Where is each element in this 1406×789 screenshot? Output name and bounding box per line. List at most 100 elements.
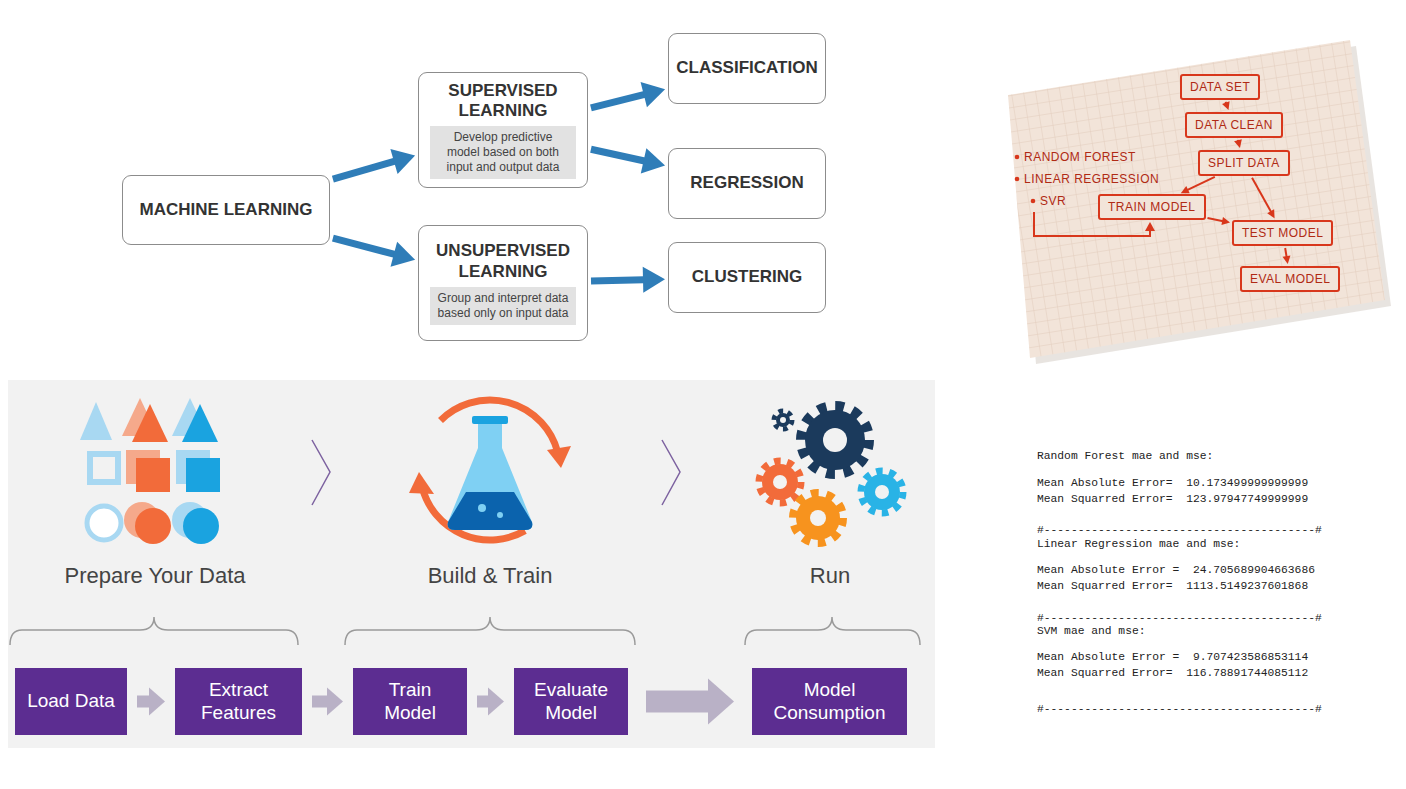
arrowhead bbox=[1222, 101, 1230, 110]
gear bbox=[762, 464, 798, 500]
flow-arrow bbox=[1283, 248, 1291, 264]
gear bbox=[801, 406, 869, 474]
pipeline-box: Extract Features bbox=[175, 668, 302, 735]
arrowhead bbox=[641, 82, 666, 107]
list-arrowhead bbox=[1145, 222, 1155, 231]
arrow-shaft bbox=[1285, 248, 1286, 257]
bullet-dot bbox=[1015, 155, 1020, 160]
box-description: Group and interpret data based only on i… bbox=[430, 287, 576, 325]
gear bbox=[793, 493, 843, 543]
arrow-shaft bbox=[1207, 218, 1223, 221]
arrow-shaft bbox=[1187, 177, 1215, 190]
console-line: #---------------------------------------… bbox=[1037, 612, 1322, 625]
box-label: DATA CLEAN bbox=[1195, 118, 1273, 132]
chevron bbox=[312, 440, 330, 505]
circle-shape bbox=[135, 508, 171, 544]
console-line: Mean Squarred Error= 116.78891744085112 bbox=[1037, 667, 1308, 680]
paper-grid bbox=[1008, 40, 1385, 358]
arrowhead bbox=[390, 149, 415, 174]
arrowhead bbox=[1283, 255, 1291, 264]
arrow-shaft bbox=[591, 280, 644, 281]
stage-label: Build & Train bbox=[428, 563, 553, 589]
gear bbox=[796, 496, 840, 540]
gear-hole bbox=[780, 417, 786, 423]
step-box: DATA SET bbox=[1180, 74, 1260, 100]
cycle-arrowhead bbox=[547, 446, 571, 468]
arrow-shaft bbox=[333, 161, 395, 179]
arrow-shaft bbox=[591, 149, 645, 161]
concept-box: CLUSTERING bbox=[668, 242, 826, 313]
console-line: Mean Absolute Error = 9.707423586853114 bbox=[1037, 651, 1308, 664]
flask-rim bbox=[472, 416, 508, 424]
square-shape bbox=[186, 458, 220, 492]
concept-box: UNSUPERVISED LEARNING Group and interpret… bbox=[418, 225, 588, 341]
paper-ground bbox=[1008, 40, 1385, 358]
step-box: TEST MODEL bbox=[1232, 220, 1333, 246]
workflow-panel bbox=[8, 380, 935, 748]
gear bbox=[864, 474, 900, 510]
stage-brackets bbox=[10, 617, 920, 645]
arrowhead bbox=[641, 148, 665, 173]
step-box: EVAL MODEL bbox=[1240, 266, 1340, 292]
gear-hole bbox=[823, 428, 847, 452]
square-shape bbox=[136, 458, 170, 492]
flow-arrow bbox=[591, 267, 665, 293]
flow-arrow bbox=[312, 688, 343, 716]
circle-shape bbox=[183, 508, 219, 544]
step-box: SPLIT DATA bbox=[1198, 150, 1290, 176]
arrowhead bbox=[488, 688, 504, 716]
box-label: Extract Features bbox=[183, 679, 294, 725]
gear bbox=[861, 471, 903, 513]
flow-arrow bbox=[1207, 217, 1230, 225]
console-line: SVM mae and mse: bbox=[1037, 625, 1145, 638]
gear bbox=[759, 461, 801, 503]
concept-box: REGRESSION bbox=[668, 148, 826, 219]
method-note: SVR bbox=[1040, 194, 1066, 208]
circle-shape bbox=[87, 506, 121, 540]
stage-label: Prepare Your Data bbox=[64, 563, 245, 589]
arrow-shaft bbox=[477, 696, 489, 708]
box-label: MACHINE LEARNING bbox=[140, 200, 313, 220]
gears-icon bbox=[759, 406, 903, 543]
console-line: #---------------------------------------… bbox=[1037, 703, 1322, 716]
paper-sheet bbox=[1008, 40, 1391, 364]
box-label: Evaluate Model bbox=[522, 679, 620, 725]
arrowhead bbox=[327, 688, 343, 716]
step-box: DATA CLEAN bbox=[1185, 112, 1283, 138]
gear-hole bbox=[810, 510, 826, 526]
gear bbox=[805, 410, 865, 470]
flow-arrow bbox=[591, 148, 665, 173]
method-note: LINEAR REGRESSION bbox=[1024, 172, 1159, 186]
box-label: UNSUPERVISED LEARNING bbox=[425, 241, 581, 282]
cycle-arrowhead bbox=[409, 472, 434, 494]
box-label: DATA SET bbox=[1190, 80, 1250, 94]
flow-arrow bbox=[477, 688, 504, 716]
stage-label: Run bbox=[810, 563, 850, 589]
triangle-shape bbox=[182, 404, 218, 442]
bullet-dot bbox=[1015, 177, 1020, 182]
arrow-shaft bbox=[137, 696, 150, 708]
gear bbox=[774, 411, 792, 429]
flask-icon bbox=[409, 400, 571, 540]
box-description: Develop predictive model based on both i… bbox=[430, 126, 576, 179]
chevron bbox=[662, 440, 680, 505]
flask-body bbox=[448, 424, 533, 530]
box-label: Load Data bbox=[27, 690, 115, 713]
flow-arrow bbox=[137, 688, 165, 716]
box-label: TEST MODEL bbox=[1242, 226, 1323, 240]
console-line: Linear Regression mae and mse: bbox=[1037, 538, 1240, 551]
bracket bbox=[745, 617, 920, 645]
data-shapes-icon bbox=[80, 398, 220, 544]
gear-hole bbox=[875, 485, 889, 499]
box-label: Train Model bbox=[361, 679, 459, 725]
triangle-shape bbox=[80, 402, 112, 440]
flow-arrow bbox=[1181, 177, 1215, 193]
bullet-dot bbox=[1031, 199, 1036, 204]
arrowhead bbox=[391, 242, 416, 267]
box-label: REGRESSION bbox=[690, 173, 803, 193]
arrowhead bbox=[1181, 186, 1190, 193]
square-shape bbox=[90, 454, 118, 482]
gear bbox=[776, 413, 790, 427]
arrowhead bbox=[1267, 209, 1274, 218]
arrow-shaft bbox=[591, 94, 645, 108]
